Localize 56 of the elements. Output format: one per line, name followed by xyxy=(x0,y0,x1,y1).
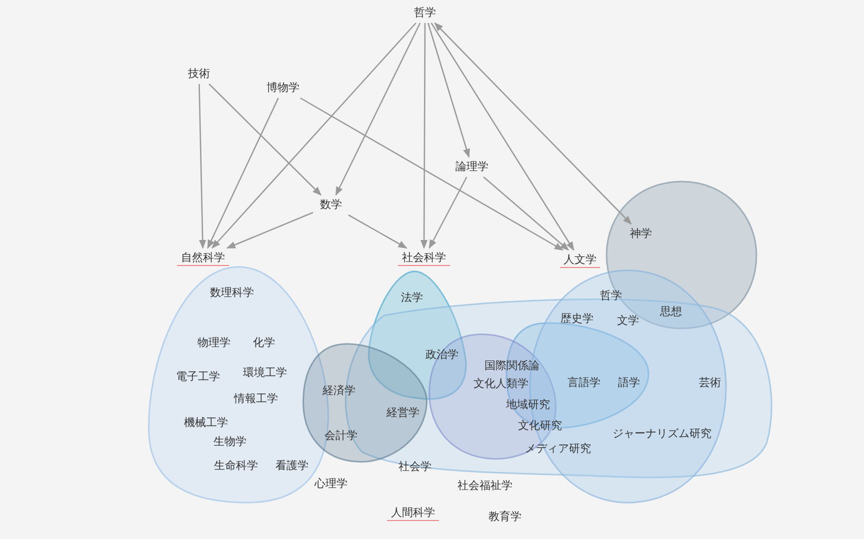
field-name: 国際関係論 xyxy=(484,359,540,373)
arrow xyxy=(207,98,279,249)
arrow xyxy=(198,84,206,249)
field-name: 数理科学 xyxy=(210,286,254,300)
field-name: 思想 xyxy=(660,305,682,319)
discipline-label: 哲学 xyxy=(410,6,440,20)
field-name: ジャーナリズム研究 xyxy=(612,427,712,441)
field-name: 情報工学 xyxy=(234,392,278,406)
field-name: 環境工学 xyxy=(243,366,287,380)
field-name: 経済学 xyxy=(322,384,356,398)
discipline-label: 技術 xyxy=(184,67,214,81)
field-name: 歴史学 xyxy=(560,312,594,326)
field-name: 地域研究 xyxy=(506,398,550,412)
arrow xyxy=(212,22,416,249)
field-name: 政治学 xyxy=(426,348,458,362)
field-name: 語学 xyxy=(618,376,640,390)
category-label: 社会科学 xyxy=(398,251,450,266)
field-name: 経営学 xyxy=(386,406,420,420)
field-name: 看護学 xyxy=(276,459,308,473)
arrow xyxy=(226,212,314,249)
field-name: 教育学 xyxy=(488,510,522,524)
field-name: 言語学 xyxy=(568,376,600,390)
field-name: 哲学 xyxy=(600,289,622,303)
field-name: 社会学 xyxy=(398,460,432,474)
field-name: 物理学 xyxy=(198,336,230,350)
field-name: 電子工学 xyxy=(176,370,220,384)
field-name: 文化人類学 xyxy=(474,377,528,391)
arrow xyxy=(483,176,570,251)
arrow xyxy=(430,22,574,251)
discipline-label: 数学 xyxy=(316,198,346,212)
arrow xyxy=(208,84,322,196)
discipline-label: 博物学 xyxy=(263,81,303,95)
arrow xyxy=(348,214,408,249)
field-name: 法学 xyxy=(401,291,423,305)
field-name: 生物学 xyxy=(214,435,246,449)
field-name: 機械工学 xyxy=(184,416,228,430)
discipline-label: 論理学 xyxy=(452,160,492,174)
arrow xyxy=(335,22,421,196)
field-name: 文化研究 xyxy=(518,419,562,433)
arrow xyxy=(420,23,428,249)
arrow xyxy=(427,22,470,158)
arrow xyxy=(434,22,632,225)
field-name: 生命科学 xyxy=(214,459,258,473)
category-label: 人間科学 xyxy=(387,506,439,521)
discipline-label: 神学 xyxy=(626,227,656,241)
arrow xyxy=(428,176,468,249)
field-name: 会計学 xyxy=(324,429,358,443)
category-label: 人文学 xyxy=(560,253,600,268)
arrow xyxy=(300,97,564,251)
field-name: 化学 xyxy=(253,336,275,350)
field-name: メディア研究 xyxy=(525,442,591,456)
field-name: 心理学 xyxy=(314,477,348,491)
field-name: 社会福祉学 xyxy=(458,479,512,493)
category-label: 自然科学 xyxy=(177,251,229,266)
field-name: 芸術 xyxy=(699,376,721,390)
field-name: 文学 xyxy=(617,314,639,328)
